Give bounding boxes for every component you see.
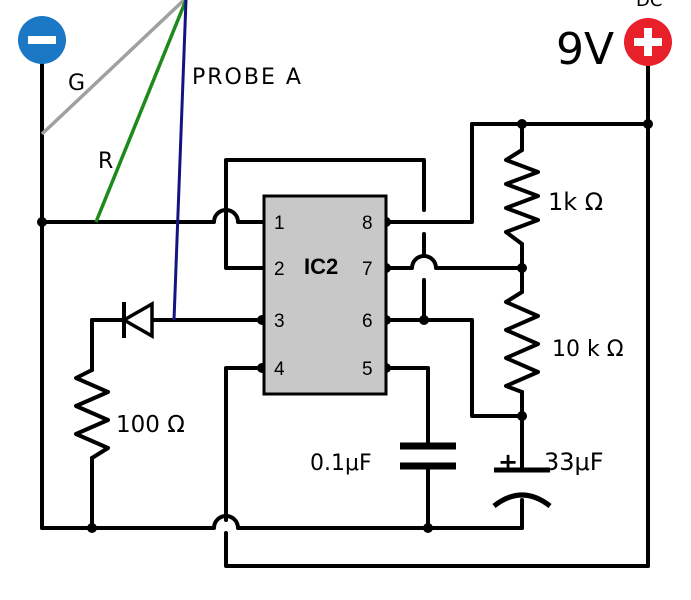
ic-pin-4: 4 (274, 359, 285, 380)
junction-dot (517, 119, 527, 129)
corner-label: DC (636, 0, 662, 11)
pin5-wire (381, 366, 430, 448)
junction-dot (37, 217, 47, 227)
probe-g-lead (40, 0, 186, 136)
junction-dot (643, 119, 653, 129)
ic-chip: IC2 1 2 3 4 8 7 6 5 (262, 194, 388, 396)
pin2-6-loop (224, 158, 426, 322)
capacitor-33uf (492, 467, 552, 509)
junction-dot (87, 523, 97, 533)
resistor-10k-label: 10 k Ω (552, 337, 624, 362)
pin8-wire (381, 122, 474, 224)
junction-dot (517, 411, 527, 421)
capacitor-polarity-plus: + (498, 448, 518, 476)
ic-pin-3: 3 (274, 311, 285, 332)
resistor-100-label: 100 Ω (116, 412, 185, 438)
capacitor-0-1uf-label: 0.1μF (310, 451, 372, 476)
pin4-wire (224, 366, 266, 522)
capacitor-0-1uf (400, 442, 456, 470)
pin1-wire (40, 208, 266, 224)
probe-g-label: G (68, 71, 85, 96)
probe-a-label: PROBE A (192, 65, 303, 90)
supply-voltage-label: 9V (556, 24, 614, 75)
ic-pin-1: 1 (274, 213, 285, 234)
junction-dot (423, 523, 433, 533)
ic-pin-8: 8 (362, 213, 373, 234)
diode (120, 300, 154, 340)
ic-pin-2: 2 (274, 259, 285, 280)
ic-body (262, 194, 388, 396)
junction-dot (517, 263, 527, 273)
ic-pin-5: 5 (362, 359, 373, 380)
junction-dot (419, 315, 429, 325)
ground-rail-bottom (40, 514, 524, 530)
probe-a-lead (172, 0, 188, 321)
negative-terminal (18, 16, 66, 64)
capacitor-33uf-label: 33μF (544, 448, 604, 476)
ic-pin-6: 6 (362, 311, 373, 332)
pin7-wire (381, 254, 524, 270)
ic-pin-7: 7 (362, 259, 373, 280)
resistor-10k (504, 290, 540, 394)
probe-r-label: R (98, 149, 113, 174)
positive-terminal (624, 18, 672, 66)
probe-r-lead (94, 0, 188, 223)
ic-label: IC2 (304, 254, 338, 279)
resistor-1k-label: 1k Ω (548, 188, 603, 216)
positive-return-bottom (224, 531, 650, 568)
resistor-1k (504, 148, 540, 246)
resistor-100 (74, 368, 110, 460)
